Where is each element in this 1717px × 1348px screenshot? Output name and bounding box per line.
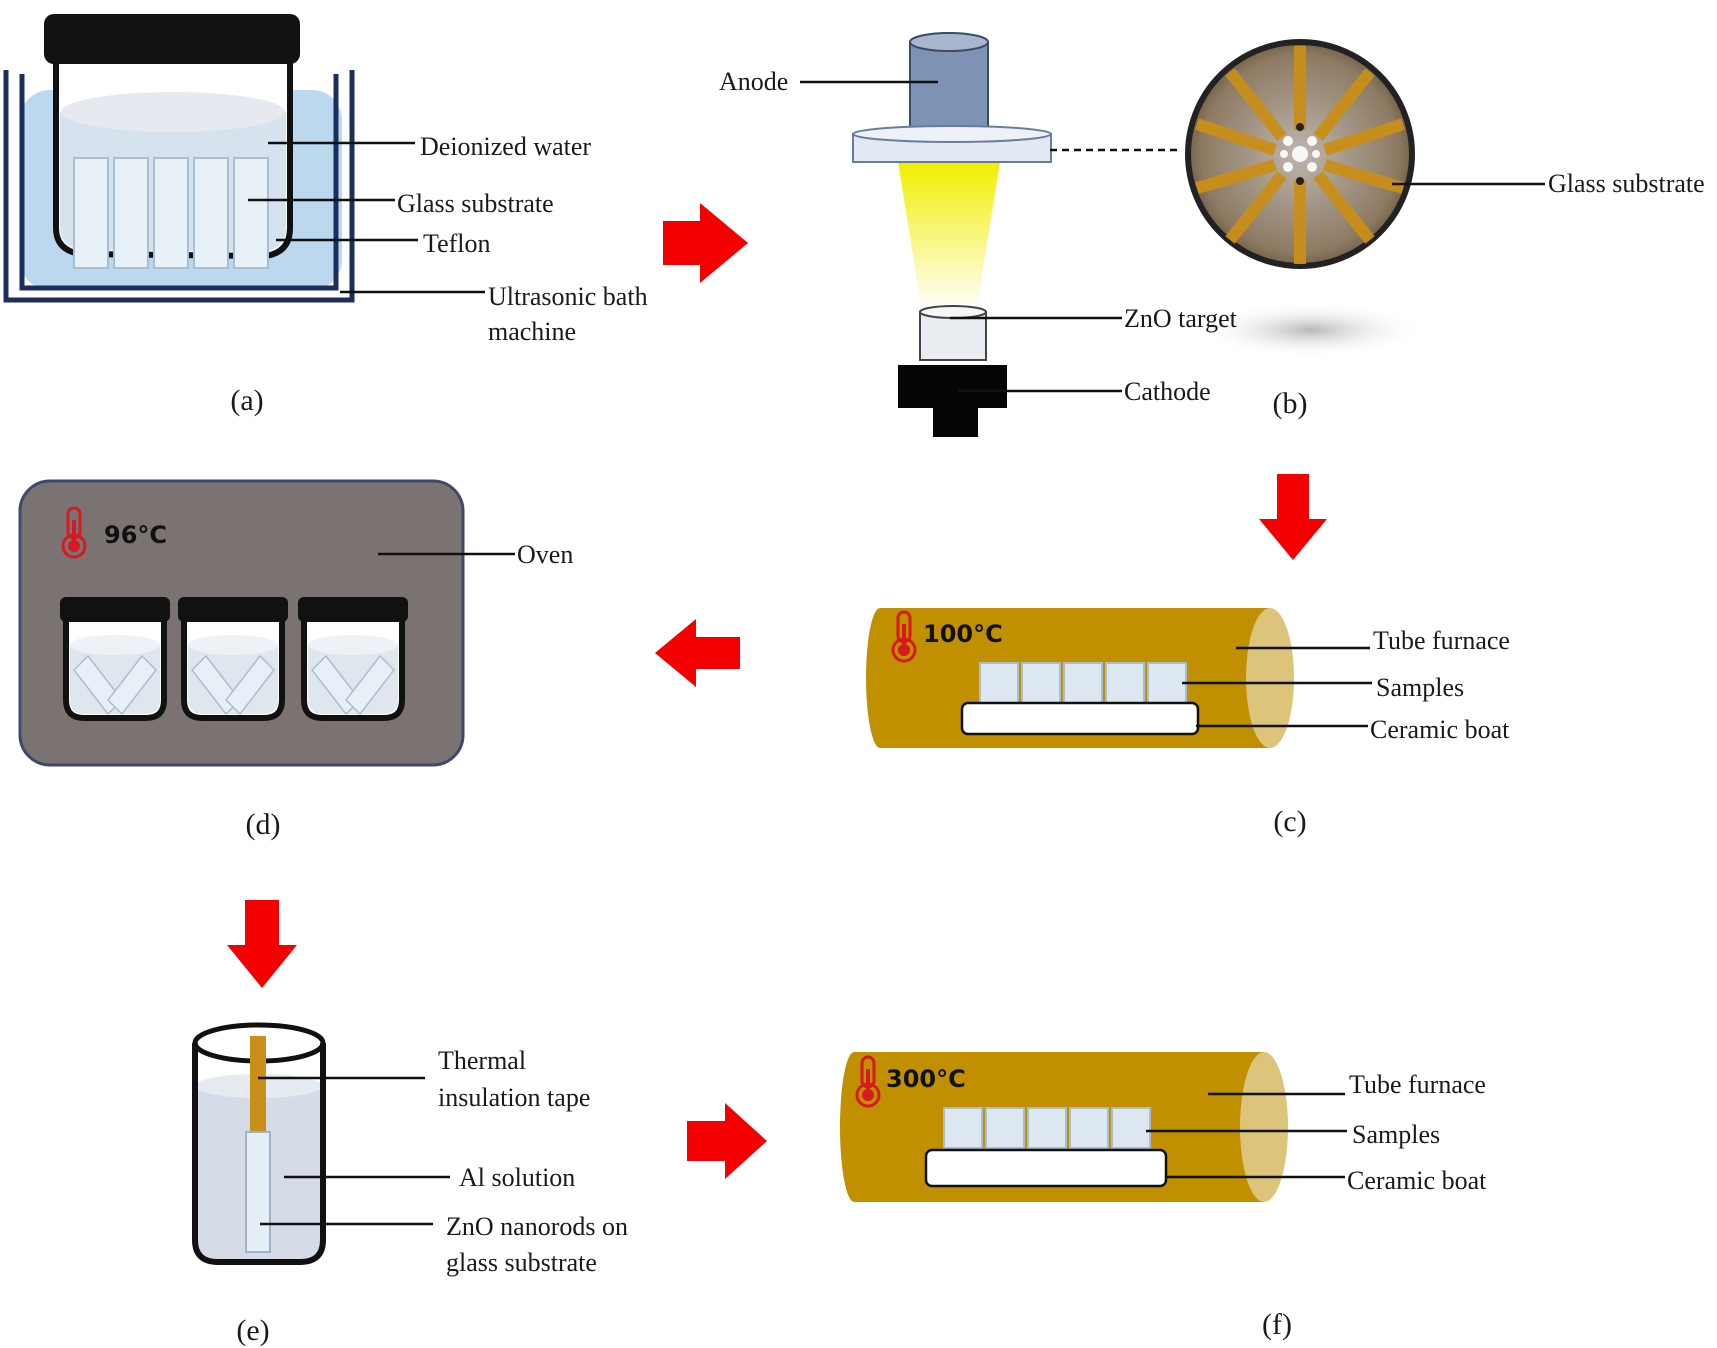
temperature-d: 96°C bbox=[104, 521, 167, 549]
caption-a: (a) bbox=[230, 384, 263, 417]
panel-d: 96°C Oven bbox=[18, 479, 573, 841]
glass-substrates bbox=[73, 157, 269, 269]
holder-shadow bbox=[1195, 302, 1425, 358]
arrow-c-to-d bbox=[655, 619, 740, 687]
arrow-a-to-b bbox=[663, 203, 748, 283]
oven-jar bbox=[60, 597, 170, 721]
panel-b: Anode ZnO target Cathode Glass substrate… bbox=[719, 32, 1705, 437]
arrow-b-to-c bbox=[1259, 474, 1327, 560]
label-ultrasonic-bath: Ultrasonic bath bbox=[488, 282, 648, 311]
temperature-f: 300°C bbox=[886, 1065, 966, 1093]
samples-f bbox=[943, 1107, 1151, 1149]
zno-target bbox=[919, 305, 987, 361]
caption-e: (e) bbox=[236, 1314, 269, 1347]
label-samples-f: Samples bbox=[1352, 1120, 1440, 1149]
label-ceramic-boat-f: Ceramic boat bbox=[1347, 1166, 1487, 1195]
caption-b: (b) bbox=[1273, 387, 1308, 420]
label-glass-substrate-b: Glass substrate bbox=[1548, 169, 1705, 198]
thermal-insulation-tape bbox=[250, 1036, 266, 1132]
label-tube-furnace-f: Tube furnace bbox=[1349, 1070, 1486, 1099]
arrow-e-to-f bbox=[687, 1103, 767, 1179]
anode-cylinder bbox=[909, 41, 989, 135]
label-cathode: Cathode bbox=[1124, 377, 1211, 406]
label-insulation-tape: insulation tape bbox=[438, 1083, 590, 1112]
label-zno-target: ZnO target bbox=[1124, 304, 1238, 333]
caption-c: (c) bbox=[1273, 805, 1306, 838]
panel-f: 300°C Tube furnace Samples Ceramic boat … bbox=[840, 1052, 1487, 1341]
substrate-holder-disk bbox=[852, 125, 1052, 163]
panel-a: Deionized water Glass substrate Teflon U… bbox=[3, 14, 648, 417]
label-glass-substrate-a: Glass substrate bbox=[397, 189, 554, 218]
label-teflon: Teflon bbox=[423, 229, 491, 258]
temperature-c: 100°C bbox=[923, 620, 1003, 648]
label-al-solution: Al solution bbox=[459, 1163, 575, 1192]
label-anode: Anode bbox=[719, 67, 788, 96]
label-tube-furnace-c: Tube furnace bbox=[1373, 626, 1510, 655]
label-zno-nanorods: ZnO nanorods on bbox=[446, 1212, 628, 1241]
plasma-beam bbox=[898, 162, 1000, 312]
ceramic-boat-f bbox=[924, 1148, 1168, 1188]
caption-d: (d) bbox=[246, 808, 281, 841]
label-bath-machine: machine bbox=[488, 317, 576, 346]
panel-c: 100°C Tube furnace Samples Ceramic boat … bbox=[866, 608, 1510, 838]
caption-f: (f) bbox=[1262, 1308, 1292, 1341]
panel-e: Thermal insulation tape Al solution ZnO … bbox=[192, 1022, 628, 1347]
label-on-glass-substrate: glass substrate bbox=[446, 1248, 597, 1277]
oven-jar bbox=[298, 597, 408, 721]
label-thermal: Thermal bbox=[438, 1046, 526, 1075]
zno-nanorod-substrate bbox=[245, 1131, 271, 1253]
ceramic-boat-c bbox=[960, 701, 1200, 736]
substrate-holder-photo bbox=[1185, 39, 1415, 269]
label-oven: Oven bbox=[517, 540, 573, 569]
label-samples-c: Samples bbox=[1376, 673, 1464, 702]
oven-jar bbox=[178, 597, 288, 721]
samples-c bbox=[979, 662, 1187, 704]
cathode-block bbox=[898, 365, 1007, 437]
label-ceramic-boat-c: Ceramic boat bbox=[1370, 715, 1510, 744]
label-deionized-water: Deionized water bbox=[420, 132, 591, 161]
oven-jars bbox=[60, 597, 408, 721]
arrow-d-to-e bbox=[227, 900, 297, 988]
